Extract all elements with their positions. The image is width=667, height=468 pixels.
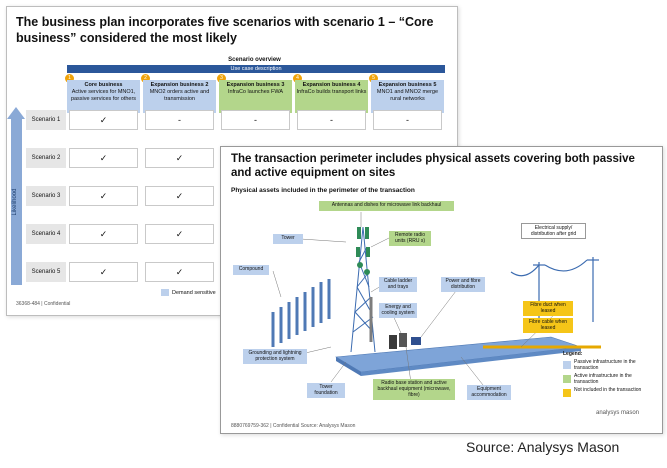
likelihood-arrow-icon bbox=[7, 107, 25, 119]
label-electrical: Electrical supply/ distribution after gr… bbox=[521, 223, 586, 239]
legend-title: Legend: bbox=[563, 351, 583, 357]
label-fibre-cable: Fibre cable when leased bbox=[523, 318, 573, 333]
label-tower: Tower bbox=[273, 234, 303, 244]
legend-swatch bbox=[563, 375, 571, 383]
slide2-title: The transaction perimeter includes physi… bbox=[231, 153, 635, 179]
case-number-badge: 3 bbox=[217, 74, 226, 83]
use-case-description: Active services for MNO1, passive servic… bbox=[70, 89, 137, 102]
use-case-title: Expansion business 3 bbox=[226, 82, 285, 88]
scenario-cell: ✓ bbox=[69, 224, 138, 244]
use-case-description: MNO2 orders active and transmission bbox=[149, 89, 210, 102]
demand-legend: Demand sensitive bbox=[161, 289, 216, 296]
scenario-label: Scenario 5 bbox=[26, 262, 66, 282]
label-cable-ladder: Cable ladder and trays bbox=[379, 277, 417, 292]
slide2-footer: 8880769759-362 | Confidential Source: An… bbox=[231, 423, 356, 429]
use-case-title: Expansion business 2 bbox=[150, 82, 209, 88]
label-equipment: Equipment accommodation bbox=[467, 385, 511, 400]
scenario-cell: - bbox=[373, 110, 442, 130]
label-energy-cooling: Energy and cooling system bbox=[379, 303, 417, 318]
legend-text: Not included in the transaction bbox=[574, 387, 642, 393]
slide1-footer: 36368-484 | Confidential bbox=[16, 301, 71, 307]
scenario-cell: ✓ bbox=[145, 262, 214, 282]
use-case-description: InfraCo launches FWA bbox=[227, 89, 284, 95]
scenario-cell: - bbox=[221, 110, 290, 130]
case-number-badge: 4 bbox=[293, 74, 302, 83]
scenario-cell: ✓ bbox=[69, 186, 138, 206]
source-caption: Source: Analysys Mason bbox=[466, 439, 620, 455]
scenario-label: Scenario 2 bbox=[26, 148, 66, 168]
label-power-fibre: Power and fibre distribution bbox=[441, 277, 485, 292]
likelihood-bar bbox=[11, 117, 22, 285]
platform-front bbox=[361, 347, 581, 376]
scenario-label: Scenario 4 bbox=[26, 224, 66, 244]
overview-title: Scenario overview bbox=[228, 57, 281, 63]
power-poles bbox=[510, 257, 599, 322]
label-radio-base-station: Radio base station and active backhaul e… bbox=[373, 379, 455, 400]
legend-swatch bbox=[161, 289, 169, 296]
likelihood-label: Likelihood bbox=[12, 188, 18, 216]
scenario-label: Scenario 3 bbox=[26, 186, 66, 206]
scenario-cell: ✓ bbox=[145, 186, 214, 206]
case-number-badge: 1 bbox=[65, 74, 74, 83]
legend-text: Passive infrastructure in the transactio… bbox=[574, 359, 636, 371]
slide1-title: The business plan incorporates five scen… bbox=[16, 15, 434, 45]
legend-entry: Passive infrastructure in the transactio… bbox=[563, 359, 636, 373]
legend-text: Active infrastructure in the transaction bbox=[574, 373, 632, 385]
legend-entry: Not included in the transaction bbox=[563, 387, 641, 401]
scenario-cell: - bbox=[145, 110, 214, 130]
use-case-title: Expansion business 5 bbox=[378, 82, 437, 88]
label-antennas: Antennas and dishes for microwave link b… bbox=[319, 201, 454, 211]
diagram-legend: Legend: Passive infrastructure in the tr… bbox=[563, 351, 641, 401]
case-number-badge: 5 bbox=[369, 74, 378, 83]
use-case-bar: Use case description bbox=[67, 65, 445, 73]
legend-swatch bbox=[563, 361, 571, 369]
fence-posts bbox=[271, 279, 331, 347]
label-fibre-duct: Fibre duct when leased bbox=[523, 301, 573, 316]
label-compound: Compound bbox=[233, 265, 269, 275]
label-rru: Remote radio units (RRU s) bbox=[389, 231, 431, 246]
platform-side bbox=[336, 357, 361, 376]
use-case-title: Core business bbox=[84, 82, 123, 88]
label-foundation: Tower foundation bbox=[307, 383, 345, 398]
scenario-cell: ✓ bbox=[69, 262, 138, 282]
scenario-cell: ✓ bbox=[145, 148, 214, 168]
scenario-cell: ✓ bbox=[145, 224, 214, 244]
label-grounding: Grounding and lightning protection syste… bbox=[243, 349, 307, 364]
lattice-tower bbox=[350, 226, 376, 353]
scenario-cell: ✓ bbox=[69, 110, 138, 130]
cabinets bbox=[389, 333, 421, 349]
site-diagram bbox=[271, 212, 601, 386]
analysys-mason-logo: analysys mason bbox=[596, 410, 640, 416]
scenario-label: Scenario 1 bbox=[26, 110, 66, 130]
scenario-cell: ✓ bbox=[69, 148, 138, 168]
use-case-description: InfraCo builds transport links bbox=[296, 89, 367, 95]
slide-transaction-perimeter: The transaction perimeter includes physi… bbox=[220, 146, 663, 434]
scenario-cell: - bbox=[297, 110, 366, 130]
use-case-title: Expansion business 4 bbox=[302, 82, 361, 88]
legend-entry: Active infrastructure in the transaction bbox=[563, 373, 632, 387]
use-case-description: MNO1 and MNO2 merge rural networks bbox=[376, 89, 439, 102]
legend-swatch bbox=[563, 389, 571, 397]
antennas bbox=[356, 227, 370, 275]
legend-text: Demand sensitive bbox=[172, 289, 216, 296]
slide2-subtitle: Physical assets included in the perimete… bbox=[231, 187, 415, 194]
case-number-badge: 2 bbox=[141, 74, 150, 83]
